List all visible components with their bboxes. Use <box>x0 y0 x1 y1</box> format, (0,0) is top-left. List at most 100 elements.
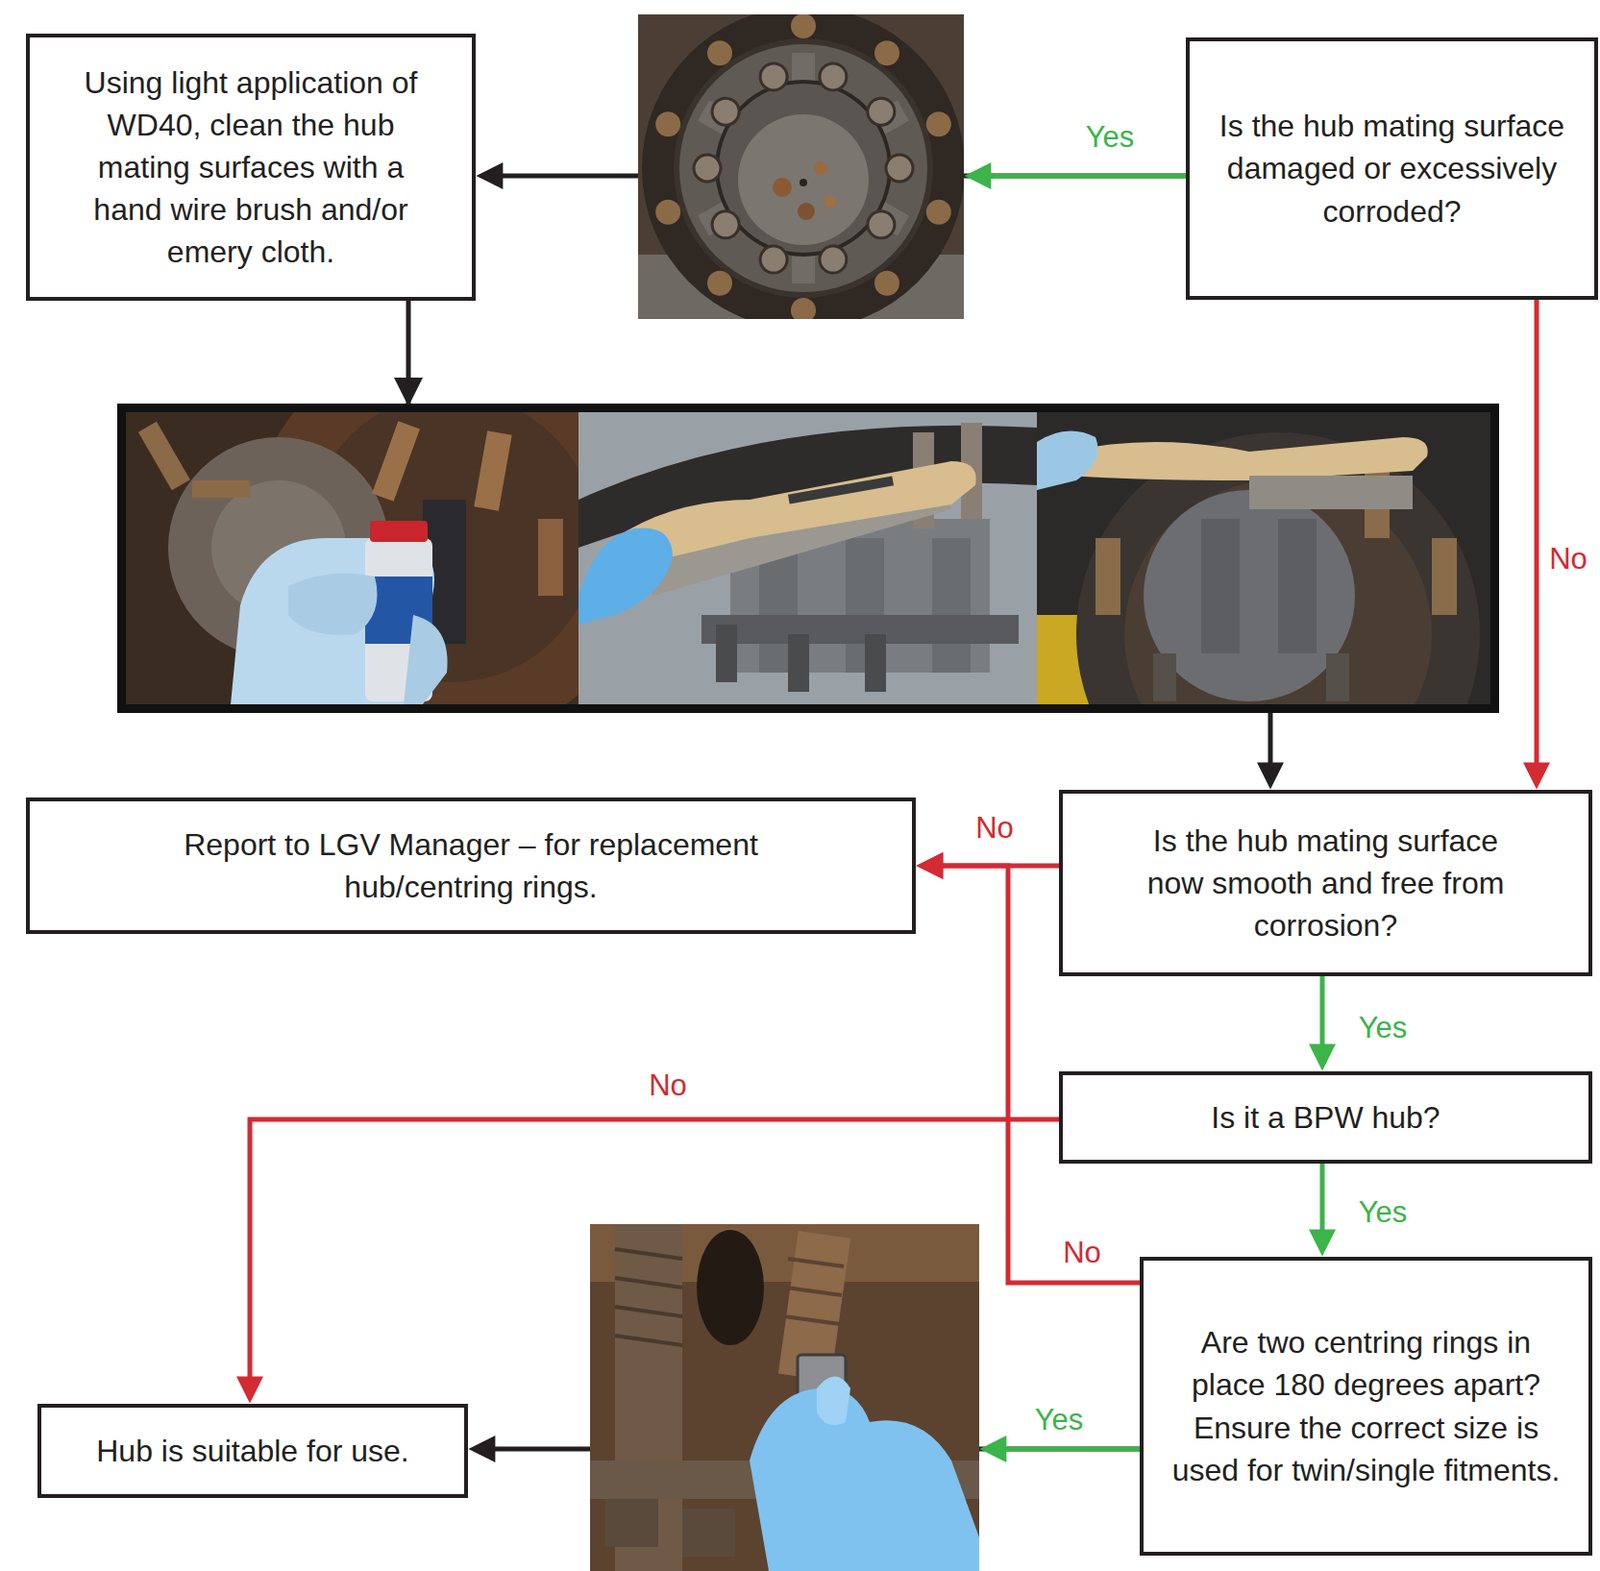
hub-photo-part <box>676 41 931 296</box>
centring-ring-photo-part <box>787 1258 844 1267</box>
centring-ring-photo-part <box>615 1249 683 1259</box>
hub-photo-part <box>693 154 721 182</box>
brush-photo-part <box>787 476 894 505</box>
brush-photo-part <box>1249 475 1413 510</box>
brush-photo-part <box>1066 437 1428 481</box>
hub-photo <box>638 14 964 320</box>
hub-photo-part <box>819 246 847 273</box>
brush-photo-part <box>578 412 1037 705</box>
hub-photo-part <box>874 270 900 296</box>
brush-photo-part <box>1036 431 1099 491</box>
brush-photo-part <box>1326 653 1350 702</box>
edge-label: No <box>645 1068 690 1104</box>
hub-photo-part <box>813 161 828 175</box>
hub-photo-part <box>886 154 913 182</box>
brush-photo-part <box>1153 653 1177 702</box>
hub-photo-part <box>874 40 900 66</box>
connector <box>1320 976 1326 1066</box>
connector <box>1320 1163 1326 1252</box>
brush-photo-part <box>715 624 738 683</box>
centring-ring-photo-part <box>615 1306 683 1317</box>
brush-photo-part <box>1431 538 1457 616</box>
hub-photo-part <box>655 199 681 225</box>
edge-label: No <box>1546 541 1591 577</box>
hub-photo-part <box>760 246 788 273</box>
spray-photo-part <box>230 538 435 705</box>
spray-photo-part <box>369 520 428 542</box>
edge-label: Yes <box>1032 1403 1087 1438</box>
centring-ring-photo-part <box>786 1287 842 1296</box>
brush-photo <box>578 412 1037 705</box>
hub-photo-part <box>716 81 890 255</box>
spray-photo-part <box>473 430 512 511</box>
brush-photo-part <box>1095 538 1121 616</box>
centring-ring-photo-part <box>615 1335 683 1346</box>
edge-label: Yes <box>1355 1195 1411 1231</box>
brush-photo <box>1036 412 1491 705</box>
box-text: Hub is suitable for use. <box>96 1429 410 1473</box>
cleaning-photo-strip-part <box>117 403 1500 714</box>
edge-label: No <box>972 811 1017 846</box>
hub-photo-part <box>824 196 837 208</box>
brush-photo-part <box>1201 518 1240 654</box>
spray-photo-part <box>371 420 420 501</box>
hub-photo-part <box>867 98 895 125</box>
spray-photo-part <box>403 615 448 705</box>
hub-photo-part <box>819 63 847 91</box>
hub-photo-part <box>799 178 808 187</box>
brush-photo-part <box>701 615 1019 644</box>
hub-photo-part <box>712 211 739 239</box>
brush-photo-part <box>1143 490 1355 702</box>
hub-photo-part <box>926 111 952 137</box>
centring-ring-photo-part <box>784 1316 840 1325</box>
arrow-segment <box>969 173 1186 179</box>
spray-photo-part <box>138 421 191 492</box>
centring-ring-photo-part <box>696 1230 764 1346</box>
hub-photo-part <box>790 14 816 39</box>
edge-label: No <box>1059 1235 1105 1271</box>
connector <box>1534 299 1540 785</box>
decision-box: Is the hub mating surface damaged or exc… <box>1185 37 1599 300</box>
box-text: Using light application of WD40, clean t… <box>62 61 440 274</box>
outcome-box: Report to LGV Manager – for replacement … <box>25 797 916 935</box>
spray-photo <box>125 412 579 705</box>
hub-photo-part <box>712 98 739 125</box>
hub-photo-part <box>790 297 816 320</box>
decision-box: Is the hub mating surface now smooth and… <box>1058 789 1593 977</box>
brush-photo-part <box>787 634 810 692</box>
hub-photo-part <box>707 40 733 66</box>
hub-photo-part <box>738 114 869 246</box>
brush-photo-part <box>864 634 887 692</box>
brush-photo-part <box>932 538 971 673</box>
centring-ring-photo-part <box>590 1224 980 1571</box>
hub-photo-part <box>655 111 681 137</box>
hub-photo-part <box>926 199 952 225</box>
centring-ring-photo-part <box>682 1508 736 1557</box>
centring-ring-photo-part <box>749 1387 980 1571</box>
arrow-head <box>393 377 423 407</box>
decision-box: Is it a BPW hub? <box>1058 1071 1593 1164</box>
hub-photo-part <box>707 270 733 296</box>
edge-label: Yes <box>1355 1010 1411 1046</box>
brush-photo-part <box>1278 518 1317 654</box>
decision-box: Are two centring rings in place 180 degr… <box>1139 1256 1593 1556</box>
arrow-segment <box>984 1447 1140 1453</box>
box-text: Is the hub mating surface damaged or exc… <box>1208 104 1576 232</box>
centring-ring-photo-part <box>615 1278 683 1288</box>
outcome-box: Hub is suitable for use. <box>37 1403 468 1499</box>
centring-ring-photo <box>590 1224 980 1571</box>
spray-photo-part <box>192 480 250 498</box>
edge-label: Yes <box>1083 120 1138 155</box>
box-text: Report to LGV Manager – for replacement … <box>139 823 803 909</box>
box-text: Is the hub mating surface now smooth and… <box>1128 819 1525 947</box>
process-box: Using light application of WD40, clean t… <box>25 33 476 301</box>
spray-photo-part <box>538 518 564 596</box>
hub-photo-part <box>867 211 895 239</box>
hub-photo-part <box>641 14 964 320</box>
centring-ring-photo-part <box>816 1377 851 1427</box>
cleaning-photo-strip <box>117 336 1500 837</box>
spray-photo-part <box>288 573 378 636</box>
hub-photo-part <box>760 63 788 91</box>
hub-photo-part <box>797 202 815 221</box>
